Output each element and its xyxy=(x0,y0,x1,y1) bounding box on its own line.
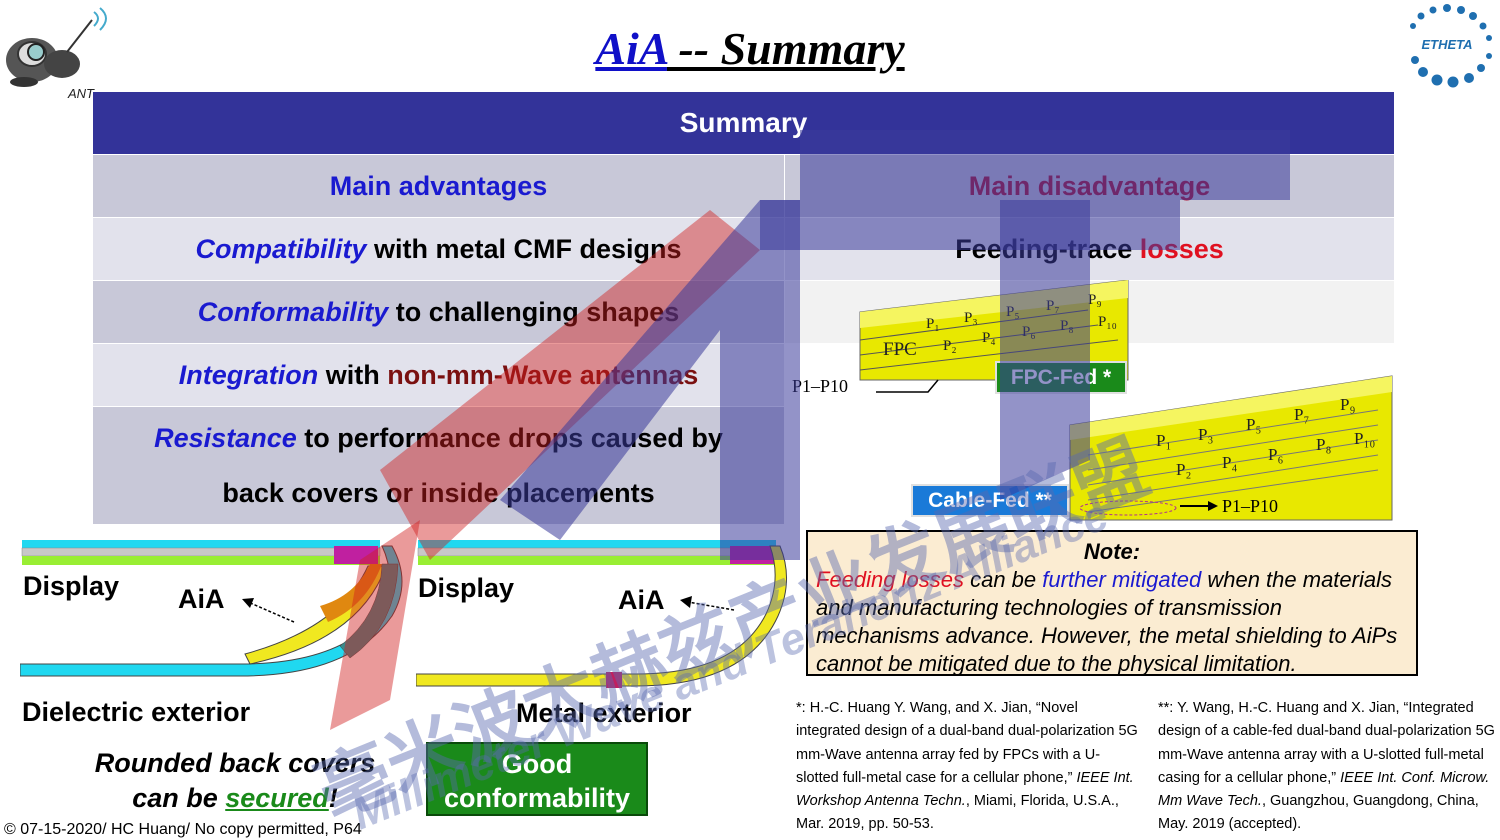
note-mid: can be xyxy=(963,567,1043,592)
advantage-keyword: Resistance xyxy=(154,422,297,453)
reference-2: **: Y. Wang, H.-C. Huang and X. Jian, “I… xyxy=(1158,697,1496,837)
metal-diagram xyxy=(416,540,788,688)
resistance-line1: Resistance to performance drops caused b… xyxy=(154,411,723,466)
ref2-venue: IEEE Int. Conf. Microw. Mm Wave Tech. xyxy=(1158,769,1490,810)
advantage-text: with xyxy=(318,359,388,390)
ref1-tail: , Miami, Florida, U.S.A., Mar. 2019, pp.… xyxy=(796,793,1119,833)
fpc-label: FPC xyxy=(883,339,917,360)
reference-1: *: H.-C. Huang Y. Wang, and X. Jian, “No… xyxy=(796,697,1140,837)
page-title: AiA -- Summary xyxy=(0,22,1500,75)
svg-text:P₇: P₇ xyxy=(1294,405,1309,424)
fpc-fed-badge: FPC-Fed * xyxy=(995,361,1127,394)
rounded-line2-end: ! xyxy=(328,783,338,813)
cable-fed-figure: P₁ P₂ P₃ P₄ P₅ P₆ P₇ P₈ P₉ P₁₀ P1–P10 xyxy=(1069,375,1393,521)
svg-text:P₆: P₆ xyxy=(1022,324,1036,340)
svg-text:P₁: P₁ xyxy=(1156,431,1171,450)
advantage-conformability: Conformability to challenging shapes xyxy=(93,281,784,343)
advantage-keyword: Integration xyxy=(178,359,319,390)
ref2-tail: , Guangzhou, Guangdong, China, May. 2019… xyxy=(1158,793,1479,833)
good-line1: Good xyxy=(501,749,573,779)
svg-text:P₉: P₉ xyxy=(1340,395,1355,414)
ref1-venue: IEEE Int. Workshop Antenna Techn. xyxy=(796,769,1134,810)
advantage-text: to performance drops caused by xyxy=(296,422,723,453)
svg-text:P₁: P₁ xyxy=(926,316,940,332)
cable-fed-badge: Cable-Fed ** xyxy=(911,484,1069,517)
disadvantage-feeding-losses: Feeding-trace losses xyxy=(785,218,1394,280)
table-row: Compatibility with metal CMF designs Fee… xyxy=(93,218,1394,280)
summary-table-header: Summary xyxy=(93,92,1394,154)
col-main-advantages: Main advantages xyxy=(93,155,784,217)
rounded-line1: Rounded back covers xyxy=(94,748,376,778)
good-conformability-box: Good conformability xyxy=(426,742,648,816)
svg-text:P₅: P₅ xyxy=(1246,415,1261,434)
disadvantage-keyword: losses xyxy=(1139,233,1224,264)
ref2-text: **: Y. Wang, H.-C. Huang and X. Jian, “I… xyxy=(1158,700,1495,786)
title-rest: -- Summary xyxy=(666,23,905,74)
advantage-highlight: non-mm-Wave antennas xyxy=(387,359,699,390)
dielectric-exterior-label: Dielectric exterior xyxy=(22,697,251,727)
advantage-text: with metal CMF designs xyxy=(366,233,682,264)
ref1-text: *: H.-C. Huang Y. Wang, and X. Jian, “No… xyxy=(796,700,1138,786)
footer-copyright: © 07-15-2020/ HC Huang/ No copy permitte… xyxy=(4,821,362,838)
good-line2: conformability xyxy=(443,783,631,813)
rounded-covers-text: Rounded back covers can be secured! xyxy=(40,746,430,816)
rounded-secured: secured xyxy=(225,783,329,813)
resistance-line2: back covers or inside placements xyxy=(222,477,655,508)
advantage-text: to challenging shapes xyxy=(388,296,680,327)
advantage-resistance: Resistance to performance drops caused b… xyxy=(93,407,784,524)
svg-text:P₁₀: P₁₀ xyxy=(1098,314,1117,330)
metal-exterior-label: Metal exterior xyxy=(516,698,692,728)
left-display-label: Display xyxy=(23,571,120,601)
note-end: when the materials and manufacturing tec… xyxy=(816,567,1398,676)
col-main-disadvantage: Main disadvantage xyxy=(785,155,1394,217)
svg-text:P₂: P₂ xyxy=(1176,460,1191,479)
ant-logo: ANT xyxy=(6,7,107,101)
svg-text:P₇: P₇ xyxy=(1046,298,1060,314)
title-aia: AiA xyxy=(595,23,667,74)
etheta-logo-text: ETHETA xyxy=(1421,37,1472,52)
advantage-keyword: Compatibility xyxy=(195,233,367,264)
disadvantage-text: Feeding-trace xyxy=(955,233,1140,264)
svg-text:P₃: P₃ xyxy=(964,310,978,326)
note-text: Feeding losses can be further mitigated … xyxy=(816,566,1408,678)
table-column-headers: Main advantages Main disadvantage xyxy=(93,155,1394,217)
svg-text:P₈: P₈ xyxy=(1316,435,1331,454)
svg-text:P₉: P₉ xyxy=(1088,292,1102,308)
note-title: Note: xyxy=(1083,539,1141,564)
right-display-label: Display xyxy=(418,573,515,603)
note-red: Feeding losses xyxy=(816,567,964,592)
svg-text:P₅: P₅ xyxy=(1006,304,1020,320)
svg-text:P₂: P₂ xyxy=(943,338,957,354)
right-aia-label: AiA xyxy=(618,585,665,615)
etheta-logo: ETHETA xyxy=(1410,4,1492,88)
note-blue: further mitigated xyxy=(1042,567,1202,592)
dielectric-diagram xyxy=(20,540,403,677)
advantage-integration: Integration with non-mm-Wave antennas xyxy=(93,344,784,406)
svg-text:P₈: P₈ xyxy=(1060,318,1074,334)
svg-text:P₁₀: P₁₀ xyxy=(1354,429,1375,448)
advantage-compatibility: Compatibility with metal CMF designs xyxy=(93,218,784,280)
ant-logo-text: ANT xyxy=(67,86,95,101)
svg-text:P₆: P₆ xyxy=(1268,445,1283,464)
note-box: Note: Feeding losses can be further miti… xyxy=(806,530,1418,676)
fpc-port-range: P1–P10 xyxy=(792,376,848,396)
advantage-keyword: Conformability xyxy=(197,296,389,327)
rounded-line2: can be secured! xyxy=(40,781,430,816)
cable-port-range: P1–P10 xyxy=(1222,496,1278,516)
svg-text:P₄: P₄ xyxy=(982,330,996,346)
svg-text:P₃: P₃ xyxy=(1198,425,1213,444)
svg-text:P₄: P₄ xyxy=(1222,453,1237,472)
rounded-line2-pre: can be xyxy=(132,783,226,813)
left-aia-label: AiA xyxy=(178,584,225,614)
